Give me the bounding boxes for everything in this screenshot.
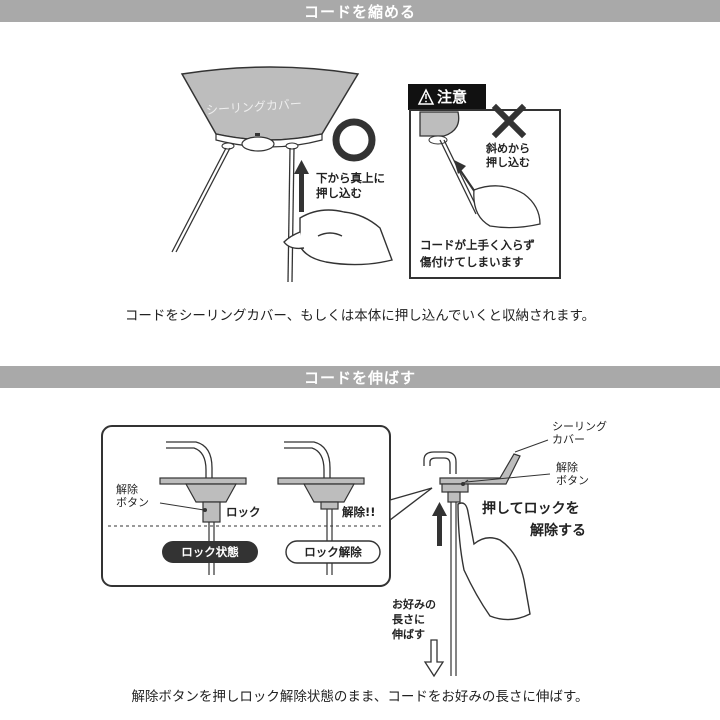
- wrong-instruction-1: 斜めから: [486, 142, 530, 155]
- inset-unlock-label: 解除!!: [342, 505, 376, 519]
- correct-instruction-2: 押し込む: [316, 186, 362, 200]
- push-instruction-2: 解除する: [530, 523, 586, 539]
- caution-panel: [408, 84, 561, 279]
- pull-instruction-1: お好みの: [392, 598, 436, 611]
- section-title-extend: コードを伸ばす: [0, 366, 720, 388]
- hand-illustration: [283, 209, 393, 266]
- pull-instruction-2: 長さに: [392, 613, 425, 626]
- caution-warning-2: 傷付けてしまいます: [420, 255, 524, 269]
- pull-instruction-3: 伸ばす: [392, 628, 425, 641]
- warning-icon: [417, 88, 435, 105]
- section-title-shorten: コードを縮める: [0, 0, 720, 22]
- push-up-arrow-icon: [432, 502, 447, 546]
- pull-down-arrow-icon: [423, 639, 445, 678]
- inset-release-button-1: 解除: [116, 483, 138, 496]
- unlocked-badge: ロック解除: [304, 545, 362, 559]
- correct-circle-icon: [332, 118, 376, 162]
- wrong-x-icon: [491, 103, 527, 139]
- ceiling-cover-label-1: シーリング: [552, 420, 607, 433]
- release-button-label-1: 解除: [556, 461, 578, 474]
- locked-state-badge: ロック状態: [181, 545, 239, 559]
- up-arrow-icon: [294, 160, 309, 212]
- correct-instruction-1: 下から真上に: [316, 171, 385, 185]
- ceiling-cover-side-illustration: [423, 451, 521, 676]
- hand-illustration-2: [457, 502, 531, 621]
- ceiling-cover-illustration: [180, 66, 360, 152]
- caution-warning-1: コードが上手く入らず: [420, 238, 535, 252]
- ceiling-cover-label-2: カバー: [552, 433, 585, 446]
- caption-shorten: コードをシーリングカバー、もしくは本体に押し込んでいくと収納されます。: [124, 308, 596, 324]
- push-instruction-1: 押してロックを: [482, 501, 580, 517]
- release-button-label-2: ボタン: [556, 474, 589, 487]
- wrong-instruction-2: 押し込む: [486, 156, 530, 169]
- diagonal-arrow-icon: [454, 160, 476, 193]
- caption-extend: 解除ボタンを押しロック解除状態のまま、コードをお好みの長さに伸ばす。: [131, 689, 589, 705]
- inset-release-button-2: ボタン: [116, 496, 149, 509]
- inset-lock-label: ロック: [226, 505, 261, 519]
- caution-badge: 注意: [437, 88, 468, 106]
